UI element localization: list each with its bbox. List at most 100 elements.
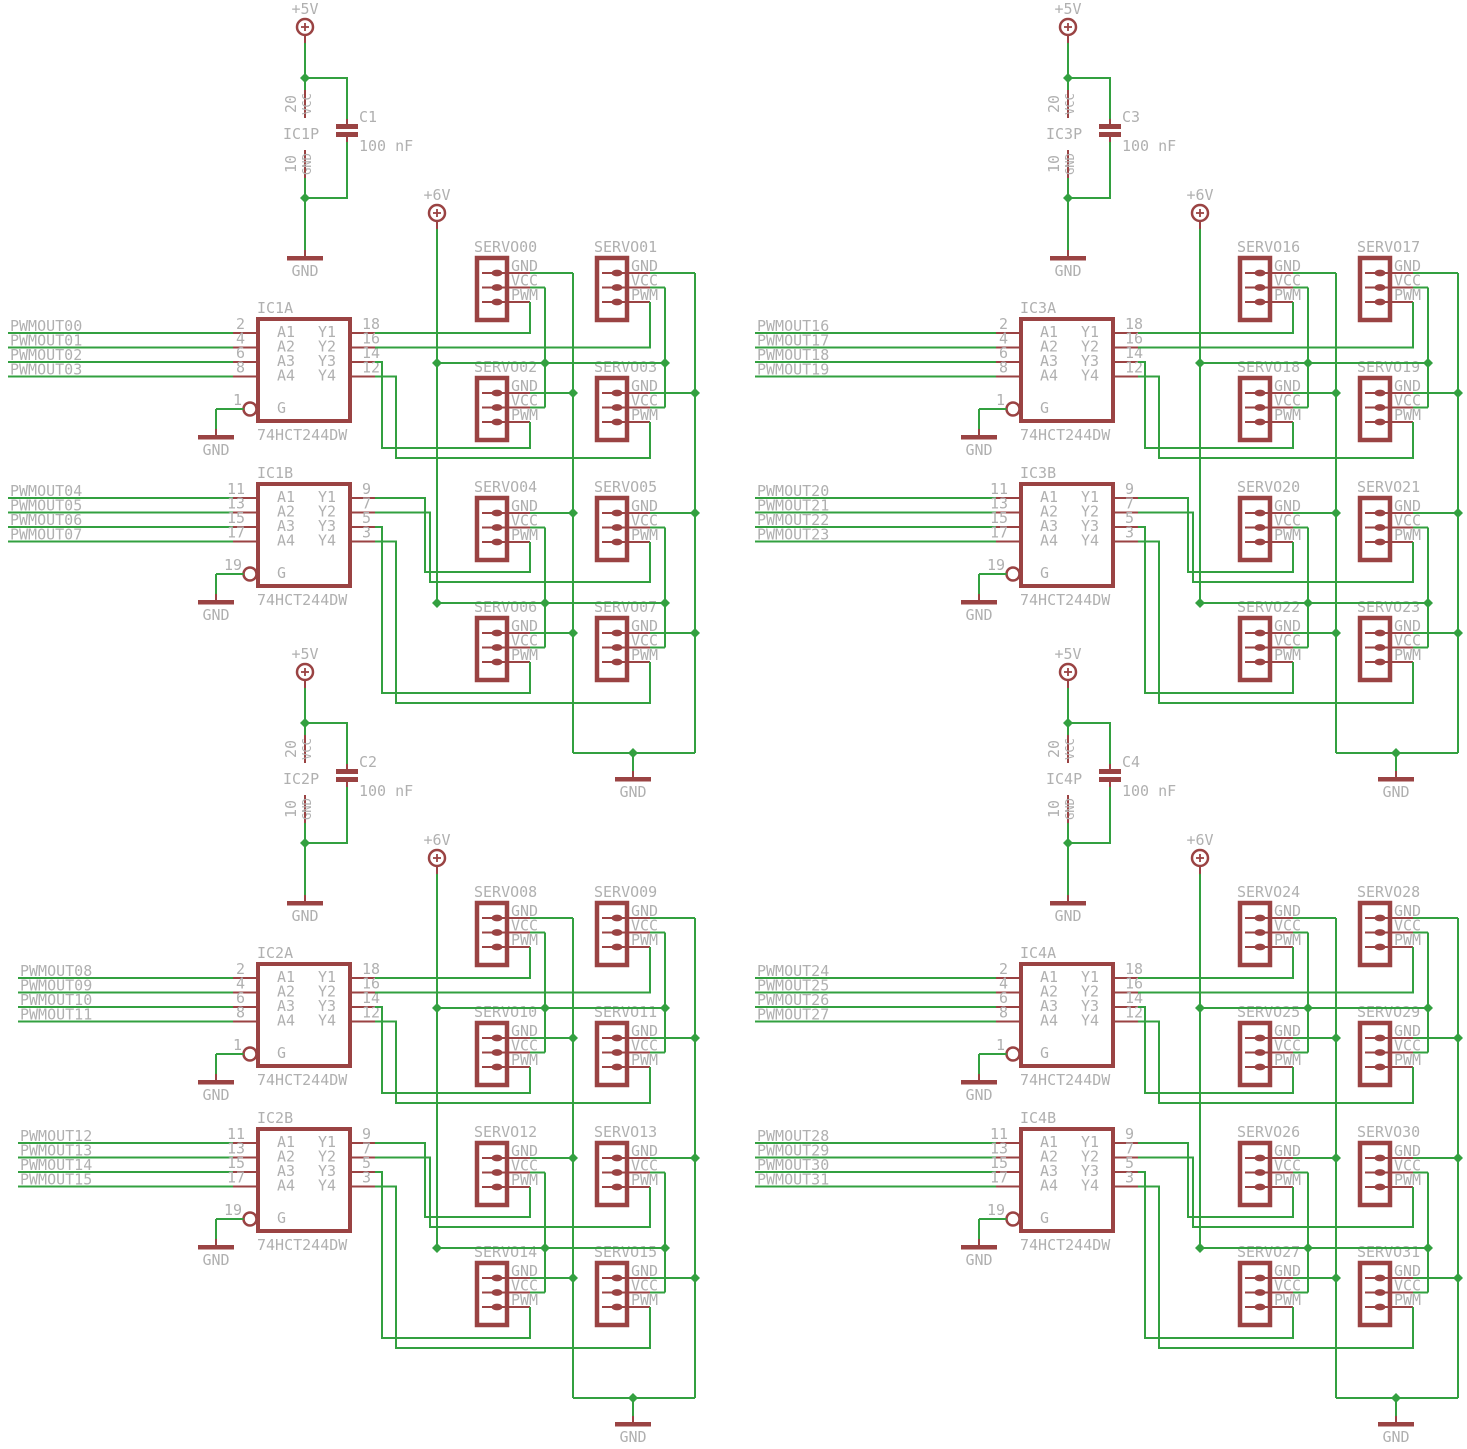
servo-pin-name: VCC (1274, 272, 1301, 290)
junction-dot (568, 388, 578, 398)
capacitor-name: C1 (359, 108, 377, 126)
capacitor-value: 100 nF (359, 782, 413, 800)
servo-connector-box (1237, 900, 1273, 968)
ic-pin-name: Y2 (318, 338, 336, 356)
servo-pin-contact-icon (611, 943, 623, 951)
junction-dot (1303, 598, 1313, 608)
ic-pin-name: G (277, 564, 286, 582)
servo-pin-contact-icon (1254, 1154, 1266, 1162)
servo-connector-box (594, 375, 630, 443)
servo-pin-name: GND (1394, 377, 1421, 395)
power-ic-name: IC4P (1046, 770, 1082, 788)
ic-pin-name: Y4 (1081, 532, 1099, 550)
servo-pin-name: VCC (1274, 1157, 1301, 1175)
junction-dot (568, 628, 578, 638)
ic-pin-name: Y4 (1081, 367, 1099, 385)
junction-dot (1423, 598, 1433, 608)
junction-dot (690, 1153, 700, 1163)
servo-pin-name: GND (1274, 377, 1301, 395)
ic-name: IC4B (1020, 1109, 1056, 1127)
servo-pin-contact-icon (611, 1303, 623, 1311)
servo-connector-box (474, 495, 510, 563)
ic-part-value: 74HCT244DW (1020, 426, 1111, 444)
servo-pin-name: PWM (511, 526, 538, 544)
pwm-net-wire (375, 947, 651, 994)
servo-pin-contact-icon (1254, 284, 1266, 291)
junction-dot (1453, 388, 1463, 398)
ic-box (256, 962, 352, 1068)
junction-dot (660, 1003, 670, 1013)
ic-pin-name: A1 (1040, 968, 1058, 986)
servo-connector-name: SERVO08 (474, 883, 537, 901)
ic-pin-name: Y1 (1081, 323, 1099, 341)
ic-pin-name: Y4 (1081, 1012, 1099, 1030)
pin-number: 1 (996, 391, 1005, 409)
servo-pin-contact-icon (611, 914, 623, 922)
ic-pin-name: Y3 (318, 1162, 336, 1180)
ic-part-value: 74HCT244DW (1020, 591, 1111, 609)
servo-pin-contact-icon (1254, 943, 1266, 951)
ic-pin-name: GND (1063, 798, 1077, 820)
servo-pin-name: VCC (1274, 1037, 1301, 1055)
ic-pin-name: A2 (1040, 503, 1058, 521)
servo-connector-box (1237, 1260, 1273, 1328)
servo-connector-name: SERVO16 (1237, 238, 1300, 256)
ic-part-value: 74HCT244DW (1020, 1071, 1111, 1089)
servo-pin-contact-icon (1374, 914, 1386, 922)
pwm-net-wire (1138, 1156, 1414, 1228)
servo-connector-name: SERVO06 (474, 598, 537, 616)
ic-pin-name: Y2 (318, 983, 336, 1001)
servo-pin-name: GND (1394, 1262, 1421, 1280)
servo-pin-contact-icon (1254, 418, 1266, 426)
servo-pin-name: GND (511, 902, 538, 920)
pin-number: 5 (362, 509, 371, 527)
pin-number: 6 (999, 989, 1008, 1007)
pin-number: 13 (227, 1140, 245, 1158)
ic-pin-name: Y1 (318, 1133, 336, 1151)
servo-pin-name: GND (511, 497, 538, 515)
pin-number: 15 (227, 509, 245, 527)
servo-pin-name: VCC (631, 917, 658, 935)
servo-pin-name: PWM (1394, 1291, 1421, 1309)
servo-pin-contact-icon (1374, 1154, 1386, 1162)
junction-dot (1453, 628, 1463, 638)
servo-pin-name: VCC (511, 392, 538, 410)
servo-connector-box (1237, 1020, 1273, 1088)
servo-pin-contact-icon (611, 1154, 623, 1162)
servo-pin-name: GND (511, 1262, 538, 1280)
pin-number: 13 (227, 495, 245, 513)
servo-pin-contact-icon (611, 1289, 623, 1296)
ic-pin-name: Y3 (318, 997, 336, 1015)
pin-number: 17 (227, 524, 245, 542)
pwm-net-wire (1138, 947, 1294, 979)
servo-pin-contact-icon (1254, 509, 1266, 517)
ic-name: IC4A (1020, 944, 1056, 962)
ic-pin-name: Y2 (318, 1148, 336, 1166)
junction-dot (432, 1003, 442, 1013)
servo-pin-name: PWM (1394, 931, 1421, 949)
servo-pin-name: PWM (631, 931, 658, 949)
ic-pin-name: VCC (300, 738, 314, 760)
servo-connector-name: SERVO04 (474, 478, 537, 496)
net-label-pwmout: PWMOUT06 (10, 511, 82, 529)
gnd-label: GND (965, 606, 992, 624)
ic-pin-name: A1 (277, 323, 295, 341)
net-label-pwmout: PWMOUT14 (20, 1156, 92, 1174)
ic-pin-name: A4 (1040, 367, 1058, 385)
ic-pin-name: G (277, 1044, 286, 1062)
pwm-net-wire (375, 375, 651, 459)
servo-pin-contact-icon (1374, 1169, 1386, 1176)
servo-pin-name: VCC (511, 272, 538, 290)
gnd-label: GND (202, 1251, 229, 1269)
servo-connector-name: SERVO30 (1357, 1123, 1420, 1141)
net-label-pwmout: PWMOUT31 (757, 1171, 829, 1189)
power-ic-name: IC1P (283, 125, 319, 143)
servo-pin-contact-icon (611, 404, 623, 411)
pin-number: 9 (1125, 480, 1134, 498)
servo-pin-name: GND (511, 617, 538, 635)
gnd-label: GND (1382, 783, 1409, 801)
power-ic-name: IC3P (1046, 125, 1082, 143)
ic-pin-name: A2 (277, 983, 295, 1001)
